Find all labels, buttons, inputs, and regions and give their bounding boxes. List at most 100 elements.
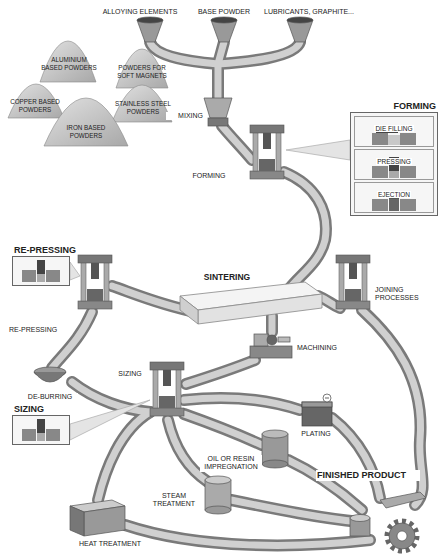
conveyor-belts-part-part-part bbox=[98, 412, 150, 500]
die-icons-part bbox=[372, 199, 388, 211]
process-label: STAINLESS STEEL POWDERS bbox=[113, 100, 173, 115]
callout-pointers-part bbox=[286, 140, 350, 160]
process-heading: FINISHED PRODUCT bbox=[316, 470, 420, 481]
process-label: LUBRICANTS, GRAPHITE... bbox=[254, 8, 364, 16]
step-label: DIE FILLING bbox=[374, 125, 413, 132]
plating-tank-part bbox=[323, 394, 331, 402]
process-label: JOINING PROCESSES bbox=[374, 286, 436, 303]
steam-vessel-part bbox=[205, 506, 231, 514]
callout-panel: FORMINGDIE FILLINGPRESSINGEJECTION bbox=[350, 112, 438, 216]
step-label: PRESSING bbox=[376, 158, 412, 165]
step-frame: DIE FILLING bbox=[354, 116, 434, 147]
callout-panel: RE-PRESSING bbox=[12, 256, 70, 286]
deburring-bowl-part bbox=[34, 372, 66, 382]
process-label: ALLOYING ELEMENTS bbox=[94, 8, 186, 16]
panel-grounds bbox=[12, 112, 438, 445]
process-label: ALUMINIUM BASED POWDERS bbox=[40, 56, 98, 71]
mixer-part bbox=[204, 98, 232, 118]
lathe bbox=[250, 334, 292, 358]
die-icons-part bbox=[46, 429, 60, 441]
die-icons-part bbox=[388, 135, 400, 145]
presses-part bbox=[250, 125, 284, 179]
finished-parts-part bbox=[350, 515, 370, 522]
panel-grounds-part bbox=[12, 415, 70, 445]
presses bbox=[78, 125, 370, 416]
lathe-part bbox=[278, 337, 290, 342]
presses-part bbox=[336, 255, 370, 309]
powder-hoppers bbox=[137, 17, 313, 42]
callout-pointers bbox=[70, 140, 350, 440]
die-icons-part bbox=[389, 199, 399, 211]
process-label: POWDERS FOR SOFT MAGNETS bbox=[113, 64, 171, 79]
process-label: HEAT TREATMENT bbox=[68, 540, 152, 548]
die-icons-part bbox=[389, 171, 399, 178]
finished-parts-part bbox=[387, 521, 417, 551]
die-icons-part bbox=[372, 166, 388, 178]
process-label: PLATING bbox=[296, 430, 336, 438]
process-label: MIXING bbox=[166, 112, 204, 120]
process-label: FORMING bbox=[184, 172, 234, 180]
finished-parts-part bbox=[389, 523, 415, 549]
process-label: BASE POWDER bbox=[194, 8, 254, 16]
mixer bbox=[204, 98, 232, 126]
impregnation-vessel-part bbox=[262, 430, 288, 438]
sintering-furnace-part bbox=[180, 296, 198, 324]
callout-pointers-part bbox=[70, 400, 150, 440]
process-label: RE-PRESSING bbox=[8, 326, 68, 334]
panel-grounds-part bbox=[12, 256, 70, 286]
die-icons-part bbox=[37, 260, 45, 274]
process-label: SIZING bbox=[112, 370, 148, 378]
powder-hoppers-part bbox=[211, 17, 237, 23]
heat-treatment-furnace bbox=[70, 500, 125, 536]
die-icons-part bbox=[400, 166, 416, 178]
process-heading: SINTERING bbox=[196, 272, 258, 282]
plating-tank-part bbox=[325, 398, 329, 399]
die-icons-part bbox=[22, 270, 36, 282]
impregnation-vessel bbox=[262, 430, 288, 468]
process-label: DE-BURRING bbox=[22, 393, 78, 401]
callout-panel: SIZING bbox=[12, 415, 70, 445]
die-icons-part bbox=[37, 274, 45, 282]
panel-heading: RE-PRESSING bbox=[13, 245, 77, 255]
die-icons-part bbox=[46, 270, 60, 282]
mixer-part bbox=[208, 118, 228, 126]
lathe-part bbox=[267, 335, 277, 345]
heat-treatment-furnace-part bbox=[70, 506, 84, 536]
plating-tank-part bbox=[302, 402, 332, 407]
steam-vessel bbox=[205, 476, 231, 514]
finished-parts bbox=[350, 492, 426, 551]
step-label: EJECTION bbox=[377, 191, 411, 198]
powder-hoppers-part bbox=[137, 17, 163, 23]
die-icons-part bbox=[37, 419, 45, 433]
plating-tank-part bbox=[302, 402, 332, 426]
die-icons-part bbox=[400, 133, 416, 145]
die-icons bbox=[22, 128, 416, 441]
step-frame: EJECTION bbox=[354, 182, 434, 213]
panel-grounds-part bbox=[350, 112, 438, 216]
presses-part bbox=[150, 362, 184, 416]
steam-vessel-part bbox=[205, 476, 231, 484]
sintering-furnace bbox=[180, 282, 322, 324]
die-icons-part bbox=[400, 199, 416, 211]
lathe-part bbox=[254, 334, 268, 346]
callout-pointers-part bbox=[70, 262, 80, 280]
step-frame: PRESSING bbox=[354, 149, 434, 180]
process-label: MACHINING bbox=[296, 344, 352, 352]
lathe-part bbox=[250, 346, 292, 358]
process-label: OIL OR RESIN IMPREGNATION bbox=[200, 455, 262, 472]
finished-parts-part bbox=[380, 492, 426, 508]
process-label: STEAM TREATMENT bbox=[146, 492, 202, 509]
presses-part bbox=[78, 255, 112, 309]
process-label: IRON BASED POWDERS bbox=[57, 124, 115, 139]
powder-piles bbox=[8, 41, 172, 146]
deburring-bowl bbox=[34, 367, 66, 382]
plating-tank bbox=[302, 394, 332, 426]
process-label: COPPER BASED POWDERS bbox=[6, 98, 64, 113]
impregnation-vessel-part bbox=[262, 460, 288, 468]
panel-heading: FORMING bbox=[393, 101, 438, 111]
finished-parts-part bbox=[397, 531, 407, 541]
impregnation-vessel-part bbox=[262, 434, 288, 464]
powder-piles-part bbox=[112, 85, 172, 122]
panel-heading: SIZING bbox=[13, 404, 45, 414]
